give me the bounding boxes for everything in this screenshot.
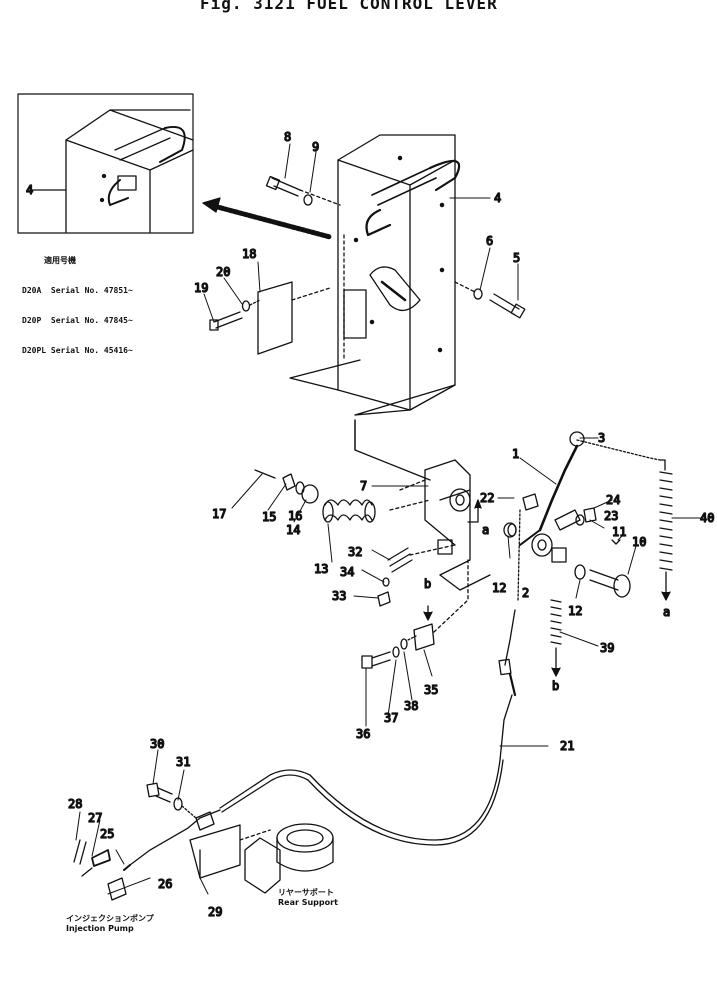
serial-header: 適用号機: [44, 256, 76, 265]
serial-row: D20P Serial No. 47845~: [22, 316, 133, 326]
callout-4-inset: 4: [26, 183, 33, 197]
callout-11: 11: [612, 525, 626, 539]
callout-7: 7: [360, 479, 367, 493]
spring-39: [550, 599, 562, 677]
callout-labels: 3 1 4 4 5 6 7 8 9 10 11 12 12 13 14 15 1…: [25, 129, 715, 919]
callout-38: 38: [404, 699, 418, 713]
bolt-5: [454, 281, 526, 319]
leader-lines: [35, 143, 701, 895]
callout-35: 35: [424, 683, 438, 697]
callout-26: 26: [158, 877, 172, 891]
callout-5: 5: [513, 251, 520, 265]
cable-21: [123, 509, 521, 871]
callout-b-top: b: [424, 577, 431, 591]
washer-12: [574, 564, 586, 580]
inset-serial-table: 適用号機 D20A Serial No. 47851~ D20P Serial …: [22, 236, 133, 376]
nut-24: [583, 507, 597, 523]
callout-9: 9: [312, 140, 319, 154]
plate-18: [209, 281, 331, 355]
callout-30: 30: [150, 737, 164, 751]
callout-36: 36: [356, 727, 370, 741]
callout-12a: 12: [492, 581, 506, 595]
callout-37: 37: [384, 711, 398, 725]
figure-title: Fig. 3121 FUEL CONTROL LEVER: [200, 0, 498, 13]
bolt-30: [146, 782, 197, 819]
callout-a-top: a: [482, 523, 489, 537]
serial-number: Serial No. 47845~: [50, 316, 133, 325]
rear-support-en: Rear Support: [278, 898, 338, 907]
callout-17: 17: [212, 507, 226, 521]
bolt-36: [361, 635, 417, 669]
bolt-10: [507, 523, 631, 598]
callout-19: 19: [194, 281, 208, 295]
washer-23: [575, 514, 585, 526]
serial-number: Serial No. 47851~: [50, 286, 133, 295]
serial-model: D20PL: [22, 346, 47, 355]
callout-2: 2: [522, 586, 529, 600]
nut-15: [282, 473, 296, 491]
bracket-7: [354, 419, 491, 591]
rear-support-jp: リヤーサポート: [278, 888, 334, 897]
callout-12b: 12: [568, 604, 582, 618]
inset-view: [17, 93, 333, 240]
callout-32: 32: [348, 545, 362, 559]
callout-16: 16: [288, 509, 302, 523]
callout-3: 3: [598, 431, 605, 445]
callout-31: 31: [176, 755, 190, 769]
callout-15: 15: [262, 510, 276, 524]
callout-14: 14: [286, 523, 300, 537]
callout-b-bottom: b: [552, 679, 559, 693]
callout-6: 6: [486, 234, 493, 248]
bolt-8: [265, 175, 341, 206]
callout-21: 21: [560, 739, 574, 753]
plate-35: [413, 559, 469, 651]
spring-40: [576, 439, 673, 601]
spring-13: [322, 499, 376, 523]
callout-23: 23: [604, 509, 618, 523]
pin-11: [611, 539, 621, 545]
serial-row: D20PL Serial No. 45416~: [22, 346, 133, 356]
serial-row: D20A Serial No. 47851~: [22, 286, 133, 296]
callout-25: 25: [100, 827, 114, 841]
callout-40: 40: [700, 511, 714, 525]
serial-number: Serial No. 45416~: [50, 346, 133, 355]
callout-29: 29: [208, 905, 222, 919]
callout-8: 8: [284, 130, 291, 144]
injection-pump-jp: インジェクションポンプ: [66, 914, 154, 923]
callout-1: 1: [512, 447, 519, 461]
callout-39: 39: [600, 641, 614, 655]
callout-28: 28: [68, 797, 82, 811]
callout-4: 4: [494, 191, 501, 205]
bushing-2: [551, 547, 567, 563]
callout-18: 18: [242, 247, 256, 261]
callout-13: 13: [314, 562, 328, 576]
callout-20: 20: [216, 265, 230, 279]
callout-24: 24: [606, 493, 620, 507]
lever-1: [503, 431, 585, 557]
washer-16: [295, 481, 305, 495]
bracket-29: [189, 823, 334, 894]
injection-pump-en: Injection Pump: [66, 924, 134, 933]
callout-34: 34: [340, 565, 354, 579]
callout-33: 33: [332, 589, 346, 603]
pin-17: [254, 469, 276, 479]
pedestal-box: [289, 134, 461, 416]
rear-support-caption: リヤーサポート Rear Support: [278, 888, 338, 908]
serial-model: D20A: [22, 286, 42, 295]
injection-pump-parts: [73, 839, 127, 901]
injection-pump-caption: インジェクションポンプ Injection Pump: [66, 914, 154, 934]
callout-27: 27: [88, 811, 102, 825]
callout-10: 10: [632, 535, 646, 549]
serial-model: D20P: [22, 316, 42, 325]
callout-a-bottom: a: [663, 605, 670, 619]
callout-22: 22: [480, 491, 494, 505]
